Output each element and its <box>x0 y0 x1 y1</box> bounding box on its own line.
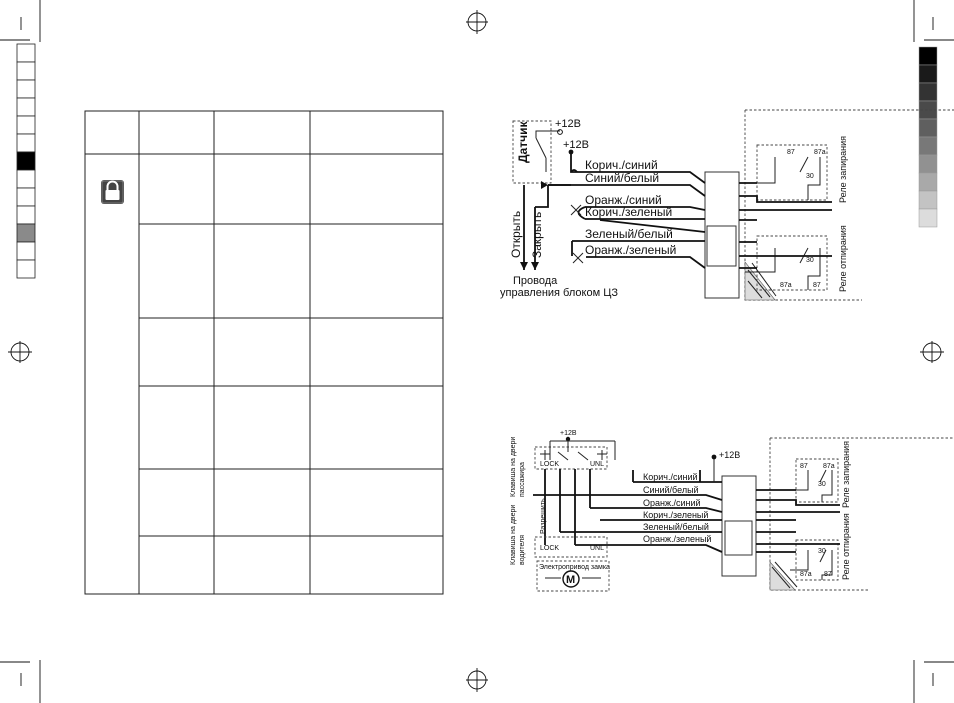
driver-key-line2: водителя <box>519 535 526 565</box>
wire-label: Оранж./синий <box>643 498 701 508</box>
bottom-supply-left: +12В <box>560 430 577 437</box>
gray-swatch <box>918 190 938 210</box>
top-supply-1: +12В <box>555 118 581 130</box>
driver-key-line1: Клавиша на двери <box>510 505 517 565</box>
diagram-bottom: 87 87а 30 30 87а 87 Реле запирания Реле … <box>510 430 954 592</box>
wire-label: Корич./зеленый <box>643 510 708 520</box>
top-relay-unlock-label: Реле отпирания <box>838 225 848 292</box>
bottom-wire-labels: Корич./синийСиний/белыйОранж./синийКорич… <box>643 472 711 544</box>
gray-swatch <box>918 136 938 156</box>
left-bar-swatch <box>16 43 36 63</box>
gray-swatch <box>918 64 938 84</box>
registration-target-right <box>920 341 944 363</box>
left-bar-swatch <box>16 259 36 279</box>
diagram-top: 87 87а 30 30 87а 87 Реле запирания Реле … <box>500 109 954 301</box>
wire-label: Корич./зеленый <box>585 205 672 219</box>
close-label: Закрыть <box>530 212 544 258</box>
wire-label: Синий/белый <box>643 485 699 495</box>
left-bar-swatch <box>16 187 36 207</box>
top-relay-pin-30b: 30 <box>806 257 814 264</box>
gray-swatch <box>918 172 938 192</box>
bottom-relay-pin-30b: 30 <box>818 548 826 555</box>
gray-swatch <box>918 118 938 138</box>
gray-scale-bar <box>918 46 938 228</box>
left-page-table <box>84 110 444 595</box>
lock-motor-box <box>536 560 610 592</box>
gray-swatch <box>918 82 938 102</box>
passenger-key-line1: Клавиша на двери <box>510 437 517 497</box>
bottom-lock-relay <box>795 458 839 503</box>
wire-label: Корич./синий <box>585 158 658 172</box>
top-relay-pin-87a-b: 87а <box>780 282 792 289</box>
left-bar-swatch <box>16 205 36 225</box>
passenger-key-line2: пассажира <box>519 462 526 497</box>
top-relay-pin-87-b: 87 <box>813 282 821 289</box>
motor-symbol: M <box>566 574 575 586</box>
gray-swatch <box>918 154 938 174</box>
gray-swatch <box>918 46 938 66</box>
passenger-unl-label: UNL <box>590 461 604 468</box>
registration-target-bottom <box>466 668 488 692</box>
top-wire-labels: Корич./синийСиний/белыйОранж./синийКорич… <box>585 158 676 257</box>
top-relay-lock-label: Реле запирания <box>838 136 848 203</box>
lock-motor-label: Электропривод замка <box>539 564 610 571</box>
top-relay-pin-30: 30 <box>806 173 814 180</box>
left-bar-swatch <box>16 79 36 99</box>
left-bar-swatch <box>16 97 36 117</box>
gray-swatch <box>918 208 938 228</box>
wire-label: Оранж./зеленый <box>643 534 711 544</box>
wire-label: Оранж./зеленый <box>585 243 676 257</box>
left-bar-swatch <box>16 151 36 171</box>
passenger-key-box <box>534 446 608 470</box>
wire-label: Синий/белый <box>585 171 659 185</box>
wire-label: Оранж./синий <box>585 193 662 207</box>
cut-mark <box>572 252 584 264</box>
bottom-relay-pin-87a: 87а <box>823 463 835 470</box>
registration-target-top <box>466 10 488 34</box>
sensor-box <box>512 120 552 184</box>
cut-mark <box>570 204 582 216</box>
top-relay-pin-87: 87 <box>787 149 795 156</box>
top-supply-2: +12В <box>563 139 589 151</box>
bottom-relay-lock-label: Реле запирания <box>841 441 851 508</box>
left-bar-swatch <box>16 169 36 189</box>
bottom-relay-pin-87a-b: 87а <box>800 571 812 578</box>
sensor-label: Датчик <box>516 121 530 163</box>
passenger-lock-label: LOCK <box>540 461 559 468</box>
bottom-supply-right: +12В <box>719 450 740 460</box>
bottom-device-outline <box>769 437 954 591</box>
bottom-relay-pin-30: 30 <box>818 481 826 488</box>
padlock-icon <box>101 180 124 204</box>
left-bar-swatch <box>16 223 36 243</box>
control-wires-line1: Провода <box>513 275 558 287</box>
left-bar-swatch <box>16 61 36 81</box>
driver-unl-label: UNL <box>590 545 604 552</box>
top-unlock-relay <box>756 235 828 291</box>
allow-label: Разрешить <box>540 498 547 534</box>
driver-lock-label: LOCK <box>540 545 559 552</box>
left-bar-swatch <box>16 241 36 261</box>
bottom-relay-pin-87: 87 <box>800 463 808 470</box>
top-connector-block <box>704 171 740 299</box>
wire-label: Зеленый/белый <box>585 227 673 241</box>
top-lock-relay <box>756 144 828 201</box>
left-bar-swatch <box>16 133 36 153</box>
registration-target-left <box>8 341 32 363</box>
control-wires-line2: управления блоком ЦЗ <box>500 287 618 299</box>
motor-icon <box>562 570 580 588</box>
bottom-relay-unlock-label: Реле отпирания <box>841 513 851 580</box>
open-label: Открыть <box>509 211 523 258</box>
wire-label: Корич./синий <box>643 472 698 482</box>
top-relay-pin-87a: 87а <box>814 149 826 156</box>
bottom-connector-block <box>721 475 757 577</box>
bottom-unlock-relay <box>795 539 839 581</box>
left-bar-swatch <box>16 115 36 135</box>
driver-key-box <box>534 536 608 558</box>
wire-label: Зеленый/белый <box>643 522 709 532</box>
left-calibration-bar <box>16 43 36 279</box>
